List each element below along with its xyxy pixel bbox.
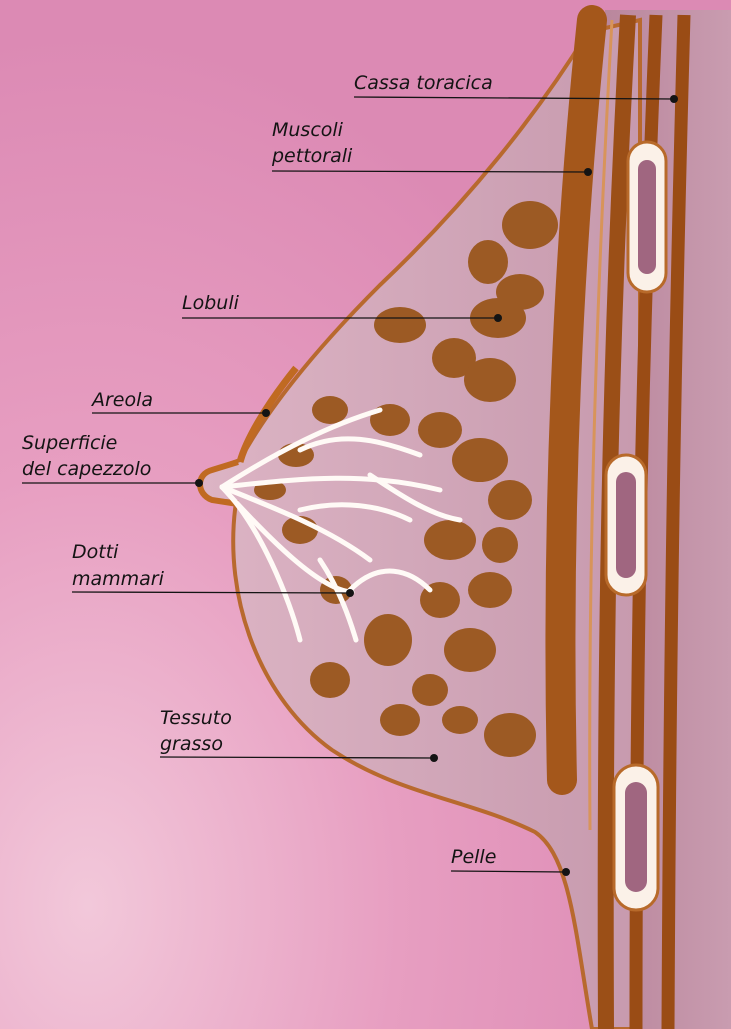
rib-3-core <box>625 782 647 892</box>
label-lobuli: Lobuli <box>182 292 239 314</box>
label-pelle: Pelle <box>451 846 496 868</box>
label-muscoli-pettorali-line2: pettorali <box>272 145 352 167</box>
label-superficie-capezzolo-line1: Superficie <box>22 432 117 454</box>
rib-1-core <box>638 160 656 274</box>
label-dotti-mammari-line2: mammari <box>72 568 164 590</box>
label-tessuto-grasso-line2: grasso <box>160 733 223 755</box>
label-tessuto-grasso-line1: Tessuto <box>160 707 232 729</box>
rib-2-core <box>616 472 636 578</box>
label-areola: Areola <box>92 389 153 411</box>
label-dotti-mammari-line1: Dotti <box>72 541 118 563</box>
label-cassa-toracica: Cassa toracica <box>354 72 493 94</box>
label-muscoli-pettorali-line1: Muscoli <box>272 119 343 141</box>
label-superficie-capezzolo-line2: del capezzolo <box>22 458 151 480</box>
